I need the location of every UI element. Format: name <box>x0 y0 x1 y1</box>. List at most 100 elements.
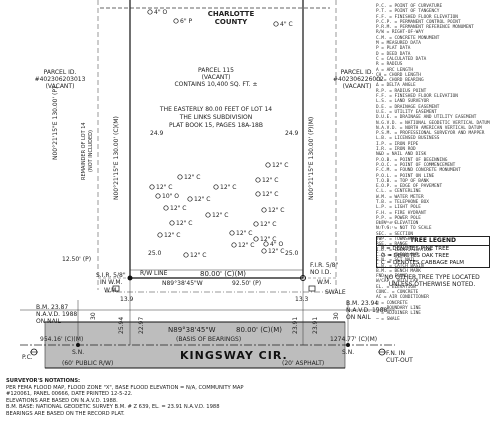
remainder-line-2: (NOT INCLUDED) <box>88 130 94 172</box>
parcel-right-status: (VACANT) <box>342 83 372 90</box>
legend-line: N&D = NAIL AND DISK <box>376 152 427 158</box>
legend-line: N.G.V.D. = NATIONAL GEODETIC VERTICAL DA… <box>376 120 490 126</box>
road-left-dist: 954.16' (C)(M) <box>40 336 84 343</box>
legend-line: U.E. = UTILITY EASEMENT <box>376 109 437 115</box>
tree-symbol <box>163 205 169 211</box>
sn-left-marker <box>76 343 80 347</box>
tree-label: 12" C <box>156 184 173 191</box>
dim-inside-3: 25.0 <box>148 250 162 257</box>
legend-line: C = CALCULATED DATA <box>376 56 427 62</box>
legend-line: AC = AIR CONDITIONER <box>376 295 429 301</box>
notes-line-5: BEARINGS ARE BASED ON THE RECORD PLAT. <box>6 410 125 417</box>
tree-legend-title: TREE LEGEND <box>377 237 489 246</box>
east-line-plat: N00°21'15"E 130.00' (P)(M) <box>308 116 315 200</box>
tree-symbol <box>205 212 211 218</box>
swale-dim-left: 13.9 <box>120 296 134 303</box>
se-corner-marker <box>300 275 306 281</box>
tree-legend-row-pine: P = DENOTES PINE TREE <box>381 246 450 252</box>
legend-line: C.M. = CONCRETE MONUMENT <box>376 35 440 41</box>
tree-label: 12" C <box>176 220 193 227</box>
legend-line: B.M. = BENCH MARK <box>376 268 421 274</box>
swale-label: SWALE <box>325 289 346 296</box>
tree-label: 4" O <box>270 241 284 248</box>
legend-line: C.O. = CLEAN OUT <box>376 252 419 258</box>
legend-line: R.P. = RADIUS POINT <box>376 88 427 94</box>
sn-left-label: S.N. <box>72 349 85 356</box>
legend-line: P.T. = POINT OF TANGENCY <box>376 9 440 15</box>
se-corner-label: F.I.R. 5/8" <box>310 262 339 269</box>
swale-dim-right: 13.3 <box>295 296 309 303</box>
legend-line: L.S. = LAND SURVEYOR <box>376 99 429 105</box>
bm-left-3: ON NAIL <box>36 318 61 325</box>
legend-line: ⋯ = BOUNDARY LINE <box>376 305 421 311</box>
legend-line: RGE. = RANGE <box>376 242 408 248</box>
legend-line: CB = CHORD BEARING <box>376 78 424 84</box>
tree-label-top-2: 6" P <box>180 18 193 25</box>
tree-legend: TREE LEGEND P = DENOTES PINE TREE O = DE… <box>376 236 490 268</box>
west-line-measured: N00°21'15"E 130.00' (C)(M) <box>113 116 120 200</box>
legend-line: ⋯ = SWALE <box>376 316 400 322</box>
tree-label: 10" O <box>162 193 180 200</box>
legend-line: P.C.P. = PERMANENT CONTROL POINT <box>376 19 461 25</box>
road-dim-6: 30 <box>333 312 340 320</box>
tree-label: 12" C <box>236 230 253 237</box>
legend-line: W.M. = WATER METER <box>376 194 424 200</box>
parcel-left-label: PARCEL ID. <box>43 69 77 76</box>
tree-symbol <box>229 230 235 236</box>
legend-line: R/W = RIGHT-OF-WAY <box>376 30 424 36</box>
description-line-1: THE EASTERLY 80.00 FEET OF LOT 14 <box>159 106 273 113</box>
legend-line: N.T.S. = NOT TO SCALE <box>376 226 432 232</box>
parcel-right-label: PARCEL ID. <box>340 69 374 76</box>
tree-symbol <box>263 241 269 247</box>
tree-symbols <box>147 9 279 258</box>
wm-left: W.M. <box>104 287 119 294</box>
tree-label: 12" C <box>184 174 201 181</box>
tree-symbol <box>265 162 271 168</box>
notes-title: SURVEYOR'S NOTATIONS: <box>6 378 81 384</box>
bm-right-marker <box>378 348 386 356</box>
legend-line: F.F. = FINISHED FLOOR ELEVATION <box>376 14 458 20</box>
tree-symbol <box>253 221 259 227</box>
tree-label: 12" C <box>190 252 207 259</box>
tree-symbol <box>231 242 237 248</box>
tree-legend-note-2: UNLESS OTHERWISE NOTED. <box>388 281 476 288</box>
legend-line: CONC. = CONCRETE <box>376 290 419 296</box>
road-basis: (BASIS OF BEARINGS) <box>176 336 242 343</box>
dim-inside-2: 24.9 <box>285 130 299 137</box>
sn-right-marker <box>346 343 350 347</box>
tree-label: 12" C <box>262 191 279 198</box>
road-dim-2: 25.94 <box>118 316 125 334</box>
se-corner-label-2: NO I.D. <box>310 269 332 276</box>
legend-line: P = PLAT DATA <box>376 46 411 52</box>
notes-line-2: #120061, PANEL 00666, DATE PRINTED 12-5-… <box>6 391 133 397</box>
legend-line: EL. = ELEVATION <box>376 284 416 290</box>
bm-right-1: B.M. 23.94 <box>346 300 379 307</box>
tree-label: 12" C <box>262 177 279 184</box>
legend-line: C.B. = CATCH BASIN <box>376 263 424 269</box>
parcel-center-label: PARCEL 115 <box>198 67 234 74</box>
legend-line: P.P. = POWER POLE <box>376 215 421 221</box>
sw-corner-marker <box>127 275 133 281</box>
road-right-fn-2: CUT-OUT <box>386 357 413 364</box>
south-line-measured: 80.00' (C)(M) <box>200 270 247 278</box>
legend-line: D.E. = DRAINAGE EASEMENT <box>376 104 440 110</box>
road-dim-5: 23.91 <box>312 316 319 334</box>
tree-label-top-3: 4" C <box>280 21 293 28</box>
bm-left-1: B.M. 23.87 <box>36 304 69 311</box>
tree-symbol <box>253 236 259 242</box>
road-right-dist: 1274.77' (C)(M) <box>330 336 378 343</box>
legend-line: Δ = DELTA ANGLE <box>376 83 416 89</box>
legend-line: P.S.M. = PROFESSIONAL SURVEYOR AND MAPPE… <box>376 131 485 137</box>
legend-line: P.R.M. = PERMANENT REFERENCE MONUMENT <box>376 25 474 31</box>
legend-line: F.H. = FIRE HYDRANT <box>376 210 427 216</box>
road-dim-1: 30 <box>90 312 97 320</box>
sn-right-label: S.N. <box>342 349 355 356</box>
bm-right-3: ON NAIL <box>346 314 371 321</box>
tree-symbol <box>213 184 219 190</box>
tree-label: 12" C <box>268 248 285 255</box>
tree-symbol <box>157 232 163 238</box>
tree-symbol <box>255 191 261 197</box>
tree-symbol <box>261 248 267 254</box>
